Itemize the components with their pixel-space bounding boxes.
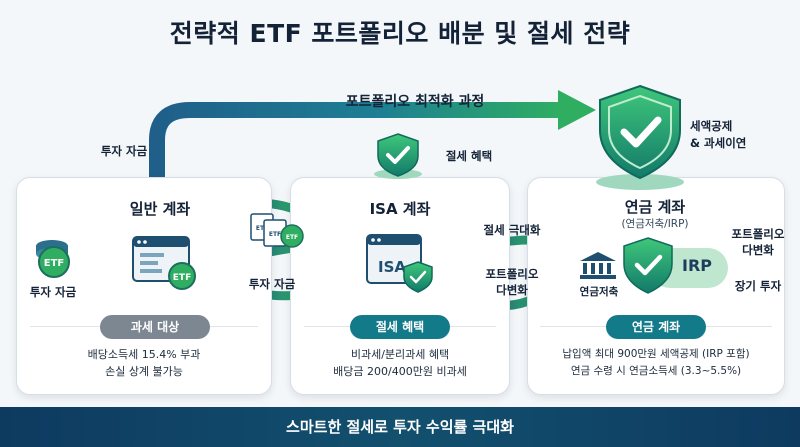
isa-pill-benefit: 절세 혜택 <box>350 315 450 339</box>
general-account-card <box>16 177 272 395</box>
pension-desc-2: 연금 수령 시 연금소득세 (3.3~5.5%) <box>570 365 742 377</box>
etf-documents-icon: ETF ETF ETF <box>250 213 304 248</box>
mini-doc-text-2: ETF <box>269 231 281 238</box>
coin-text: ETF <box>44 258 64 269</box>
isa-top-benefit-label: 절세 혜택 <box>445 149 493 163</box>
footer-banner: 스마트한 절세로 투자 수익률 극대화 <box>0 407 800 447</box>
general-card-title: 일반 계좌 <box>129 200 191 218</box>
pension-pill: 연금 계좌 <box>606 315 706 339</box>
bank-icon <box>580 252 616 279</box>
etf-coin-stack-icon: ETF <box>36 240 70 278</box>
irp-shield-icon <box>623 237 673 294</box>
left-investment-label: 투자 자금 <box>29 285 77 299</box>
isa-browser-icon: ISA <box>366 234 433 293</box>
isa-icon-text: ISA <box>378 258 406 276</box>
bank-label: 연금저축 <box>579 286 619 298</box>
big-shield-icon <box>596 84 684 190</box>
tax-deduction-label: 세액공제 & 과세이연 <box>690 119 747 150</box>
irp-text: IRP <box>682 256 712 275</box>
general-pill-taxable: 과세 대상 <box>100 315 210 339</box>
isa-shield-icon <box>374 133 422 179</box>
mini-doc-text-3: ETF <box>286 234 298 241</box>
pension-card-subtitle: (연금저축/IRP) <box>621 218 689 230</box>
general-desc-2: 손실 상계 불가능 <box>105 365 183 378</box>
optimization-arc-arrow <box>149 102 560 182</box>
portfolio-div-label: 포트폴리오 다변화 <box>485 267 539 297</box>
mini-doc-text-1: ETF <box>256 225 268 232</box>
pension-card-title: 연금 계좌 <box>624 198 686 216</box>
tax-max-label: 절세 극대화 <box>483 223 541 237</box>
optimization-label: 포트폴리오 최적화 과정 <box>345 94 485 110</box>
general-desc-1: 배당소득세 15.4% 부과 <box>87 348 201 361</box>
isa-desc-1: 비과세/분리과세 혜택 <box>350 348 450 361</box>
long-term-label: 장기 투자 <box>734 279 782 293</box>
isa-desc-2: 배당금 200/400만원 비과세 <box>333 365 467 378</box>
browser-badge-text: ETF <box>173 273 191 283</box>
browser-etf-icon: ETF <box>132 236 196 290</box>
portfolio-div-right-label: 포트폴리오 다변화 <box>731 227 785 257</box>
pension-desc-1: 납입액 최대 900만원 세액공제 (IRP 포함) <box>562 348 750 360</box>
top-investment-label: 투자 자금 <box>100 144 148 158</box>
page-title: 전략적 ETF 포트폴리오 배분 및 절세 전략 <box>169 19 631 48</box>
isa-card-title: ISA 계좌 <box>369 200 431 218</box>
optimization-arc-arrowhead <box>558 90 596 130</box>
mid-investment-label: 투자 자금 <box>248 277 296 291</box>
